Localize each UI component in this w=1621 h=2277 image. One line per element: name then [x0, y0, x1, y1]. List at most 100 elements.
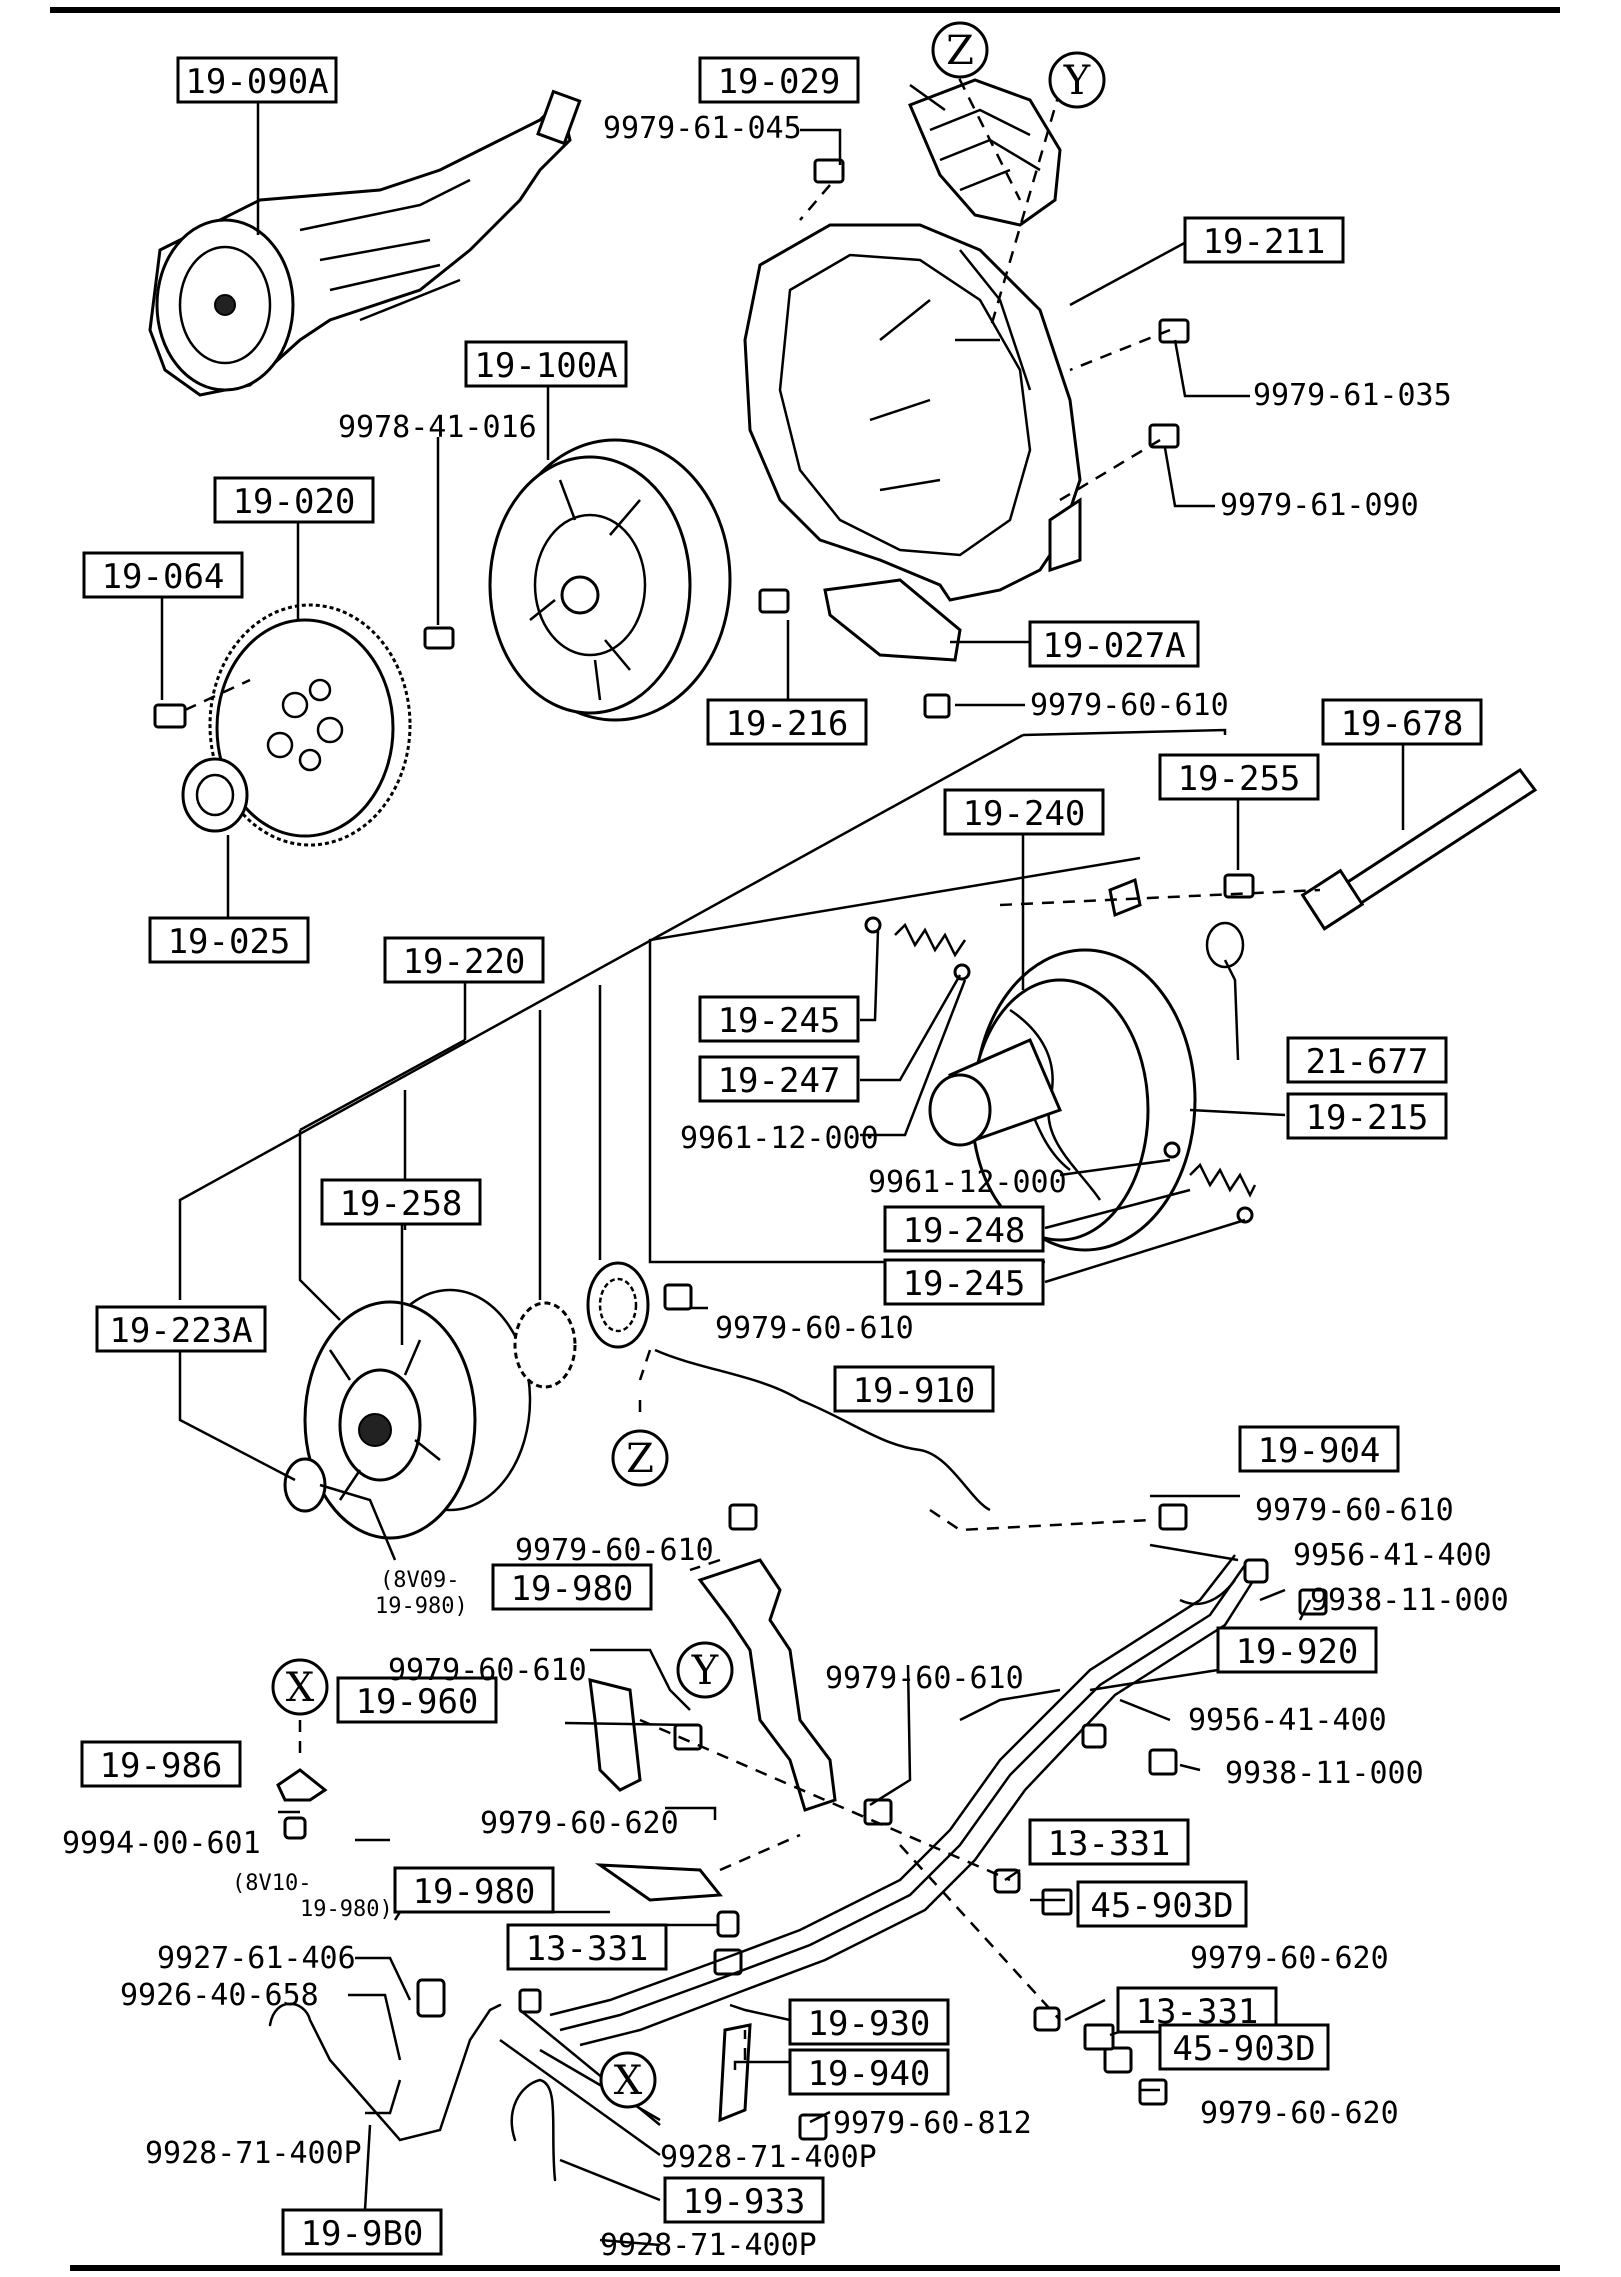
- boxed-labels: 19-090A 19-029 19-211 19-100A 19-020 19-…: [80, 56, 1483, 2256]
- fastener-9979-60-812: 9979-60-812: [833, 2106, 1032, 2141]
- part-19-247: 19-247: [698, 1055, 860, 1103]
- svg-text:19-248: 19-248: [903, 1211, 1026, 1251]
- fastener-9979-60-610-f: 9979-60-610: [825, 1661, 1024, 1696]
- converter-housing-drawing: [743, 223, 1082, 602]
- fastener-9994-00-601: 9994-00-601: [62, 1826, 261, 1861]
- svg-text:Z: Z: [946, 28, 974, 74]
- svg-text:Y: Y: [1063, 58, 1091, 104]
- part-19-029: 19-029: [698, 56, 860, 104]
- part-19-980-b: 19-980: [393, 1866, 555, 1914]
- part-19-240: 19-240: [943, 788, 1105, 836]
- part-19-986: 19-986: [80, 1740, 242, 1788]
- plate-drawing: [823, 578, 962, 662]
- fastener-9938-11-000-a: 9938-11-000: [1310, 1583, 1509, 1618]
- hoses-drawing: [268, 1978, 557, 2182]
- pump-gears-drawing: [513, 1261, 650, 1389]
- part-19-904: 19-904: [1238, 1425, 1400, 1473]
- fastener-9979-60-610-e: 9979-60-610: [388, 1653, 587, 1688]
- variant-note-8v09-line1: (8V09-: [380, 1568, 459, 1593]
- bushing-drawing: [1108, 877, 1142, 918]
- fastener-9926-40-658: 9926-40-658: [120, 1978, 319, 2013]
- oil-lines-drawing: [549, 1348, 1262, 2047]
- part-19-940: 19-940: [788, 2048, 950, 2096]
- ref-marker-x-bottom: X: [599, 2051, 657, 2109]
- part-19-245-a: 19-245: [698, 995, 860, 1043]
- svg-text:19-027A: 19-027A: [1042, 626, 1185, 666]
- svg-text:45-903D: 45-903D: [1090, 1886, 1233, 1926]
- part-19-215: 19-215: [1286, 1092, 1448, 1140]
- group-lines: [178, 728, 1227, 1321]
- drive-plate-drawing: [208, 603, 412, 847]
- part-19-255: 19-255: [1158, 753, 1320, 801]
- part-19-027A: 19-027A: [1028, 620, 1200, 668]
- pump-cover-drawing: [283, 1288, 532, 1540]
- ref-marker-y-mid: Y: [676, 1641, 734, 1699]
- fastener-9956-41-400-a: 9956-41-400: [1293, 1538, 1492, 1573]
- fastener-9979-60-610-top: 9979-60-610: [1030, 688, 1229, 723]
- svg-text:19-215: 19-215: [1306, 1098, 1429, 1138]
- part-19-223A: 19-223A: [95, 1305, 267, 1353]
- ref-marker-y-top: Y: [1048, 51, 1106, 109]
- ref-marker-x-left: X: [271, 1658, 329, 1716]
- svg-text:19-220: 19-220: [403, 942, 526, 982]
- part-19-220: 19-220: [383, 936, 545, 984]
- fastener-9979-60-620-c: 9979-60-620: [1200, 2096, 1399, 2131]
- part-19-678: 19-678: [1321, 698, 1483, 746]
- svg-text:X: X: [614, 2058, 643, 2104]
- variant-note-8v10-line2: 19-980): [300, 1897, 393, 1922]
- part-19-980-a: 19-980: [491, 1563, 653, 1611]
- part-45-903D-a: 45-903D: [1076, 1880, 1248, 1928]
- dashed-alignment-lines: [184, 59, 1321, 2060]
- svg-text:13-331: 13-331: [1048, 1824, 1171, 1864]
- svg-text:19-240: 19-240: [963, 794, 1086, 834]
- part-19-216: 19-216: [706, 698, 868, 746]
- svg-text:Y: Y: [691, 1648, 719, 1694]
- transmission-assembly-drawing: [148, 89, 582, 397]
- fastener-9978-41-016: 9978-41-016: [338, 410, 537, 445]
- part-19-930: 19-930: [788, 1998, 950, 2046]
- svg-text:19-025: 19-025: [168, 922, 291, 962]
- adapter-drawing: [181, 757, 249, 833]
- part-19-020: 19-020: [213, 476, 375, 524]
- fastener-9928-71-400P-b: 9928-71-400P: [660, 2140, 877, 2175]
- part-19-248: 19-248: [883, 1205, 1045, 1253]
- fastener-9979-60-620-a: 9979-60-620: [480, 1806, 679, 1841]
- svg-text:21-677: 21-677: [1306, 1042, 1429, 1082]
- ref-marker-z-top: Z: [931, 21, 989, 79]
- svg-text:19-100A: 19-100A: [474, 346, 617, 386]
- svg-text:19-090A: 19-090A: [185, 62, 328, 102]
- svg-text:19-064: 19-064: [102, 557, 225, 597]
- fastener-9979-61-045: 9979-61-045: [603, 111, 802, 146]
- part-19-064: 19-064: [82, 551, 244, 599]
- svg-text:19-910: 19-910: [853, 1371, 976, 1411]
- small-mounts-drawing: [283, 1558, 1269, 2051]
- svg-text:Z: Z: [626, 1436, 654, 1482]
- fastener-9961-12-000-b: 9961-12-000: [868, 1165, 1067, 1200]
- svg-text:19-216: 19-216: [726, 704, 849, 744]
- variant-note-8v09-line2: 19-980): [375, 1594, 468, 1619]
- svg-text:19-933: 19-933: [683, 2182, 806, 2222]
- part-19-920: 19-920: [1216, 1626, 1378, 1674]
- part-13-331-a: 13-331: [1028, 1818, 1190, 1866]
- fastener-9938-11-000-b: 9938-11-000: [1225, 1756, 1424, 1791]
- svg-text:19-940: 19-940: [808, 2054, 931, 2094]
- fastener-9928-71-400P-c: 9928-71-400P: [600, 2228, 817, 2263]
- fastener-9979-60-610-c: 9979-60-610: [1255, 1493, 1454, 1528]
- svg-text:19-247: 19-247: [718, 1061, 841, 1101]
- svg-text:13-331: 13-331: [526, 1929, 649, 1969]
- variant-note-8v10-line1: (8V10-: [232, 1871, 311, 1896]
- snap-ring-drawing: [1205, 921, 1245, 969]
- svg-text:19-223A: 19-223A: [109, 1311, 252, 1351]
- part-19-910: 19-910: [833, 1365, 995, 1413]
- torque-converter-drawing: [488, 438, 732, 722]
- svg-text:19-980: 19-980: [413, 1872, 536, 1912]
- fastener-labels: 9979-61-045 9979-61-035 9978-41-016 9979…: [62, 111, 1509, 2263]
- fastener-9979-61-035: 9979-61-035: [1253, 378, 1452, 413]
- part-19-960: 19-960: [336, 1676, 498, 1724]
- brackets-drawing: [276, 1558, 837, 2123]
- shaft-drawing: [1300, 767, 1538, 931]
- part-19-090A: 19-090A: [176, 56, 338, 104]
- svg-text:19-029: 19-029: [718, 62, 841, 102]
- svg-text:19-258: 19-258: [340, 1184, 463, 1224]
